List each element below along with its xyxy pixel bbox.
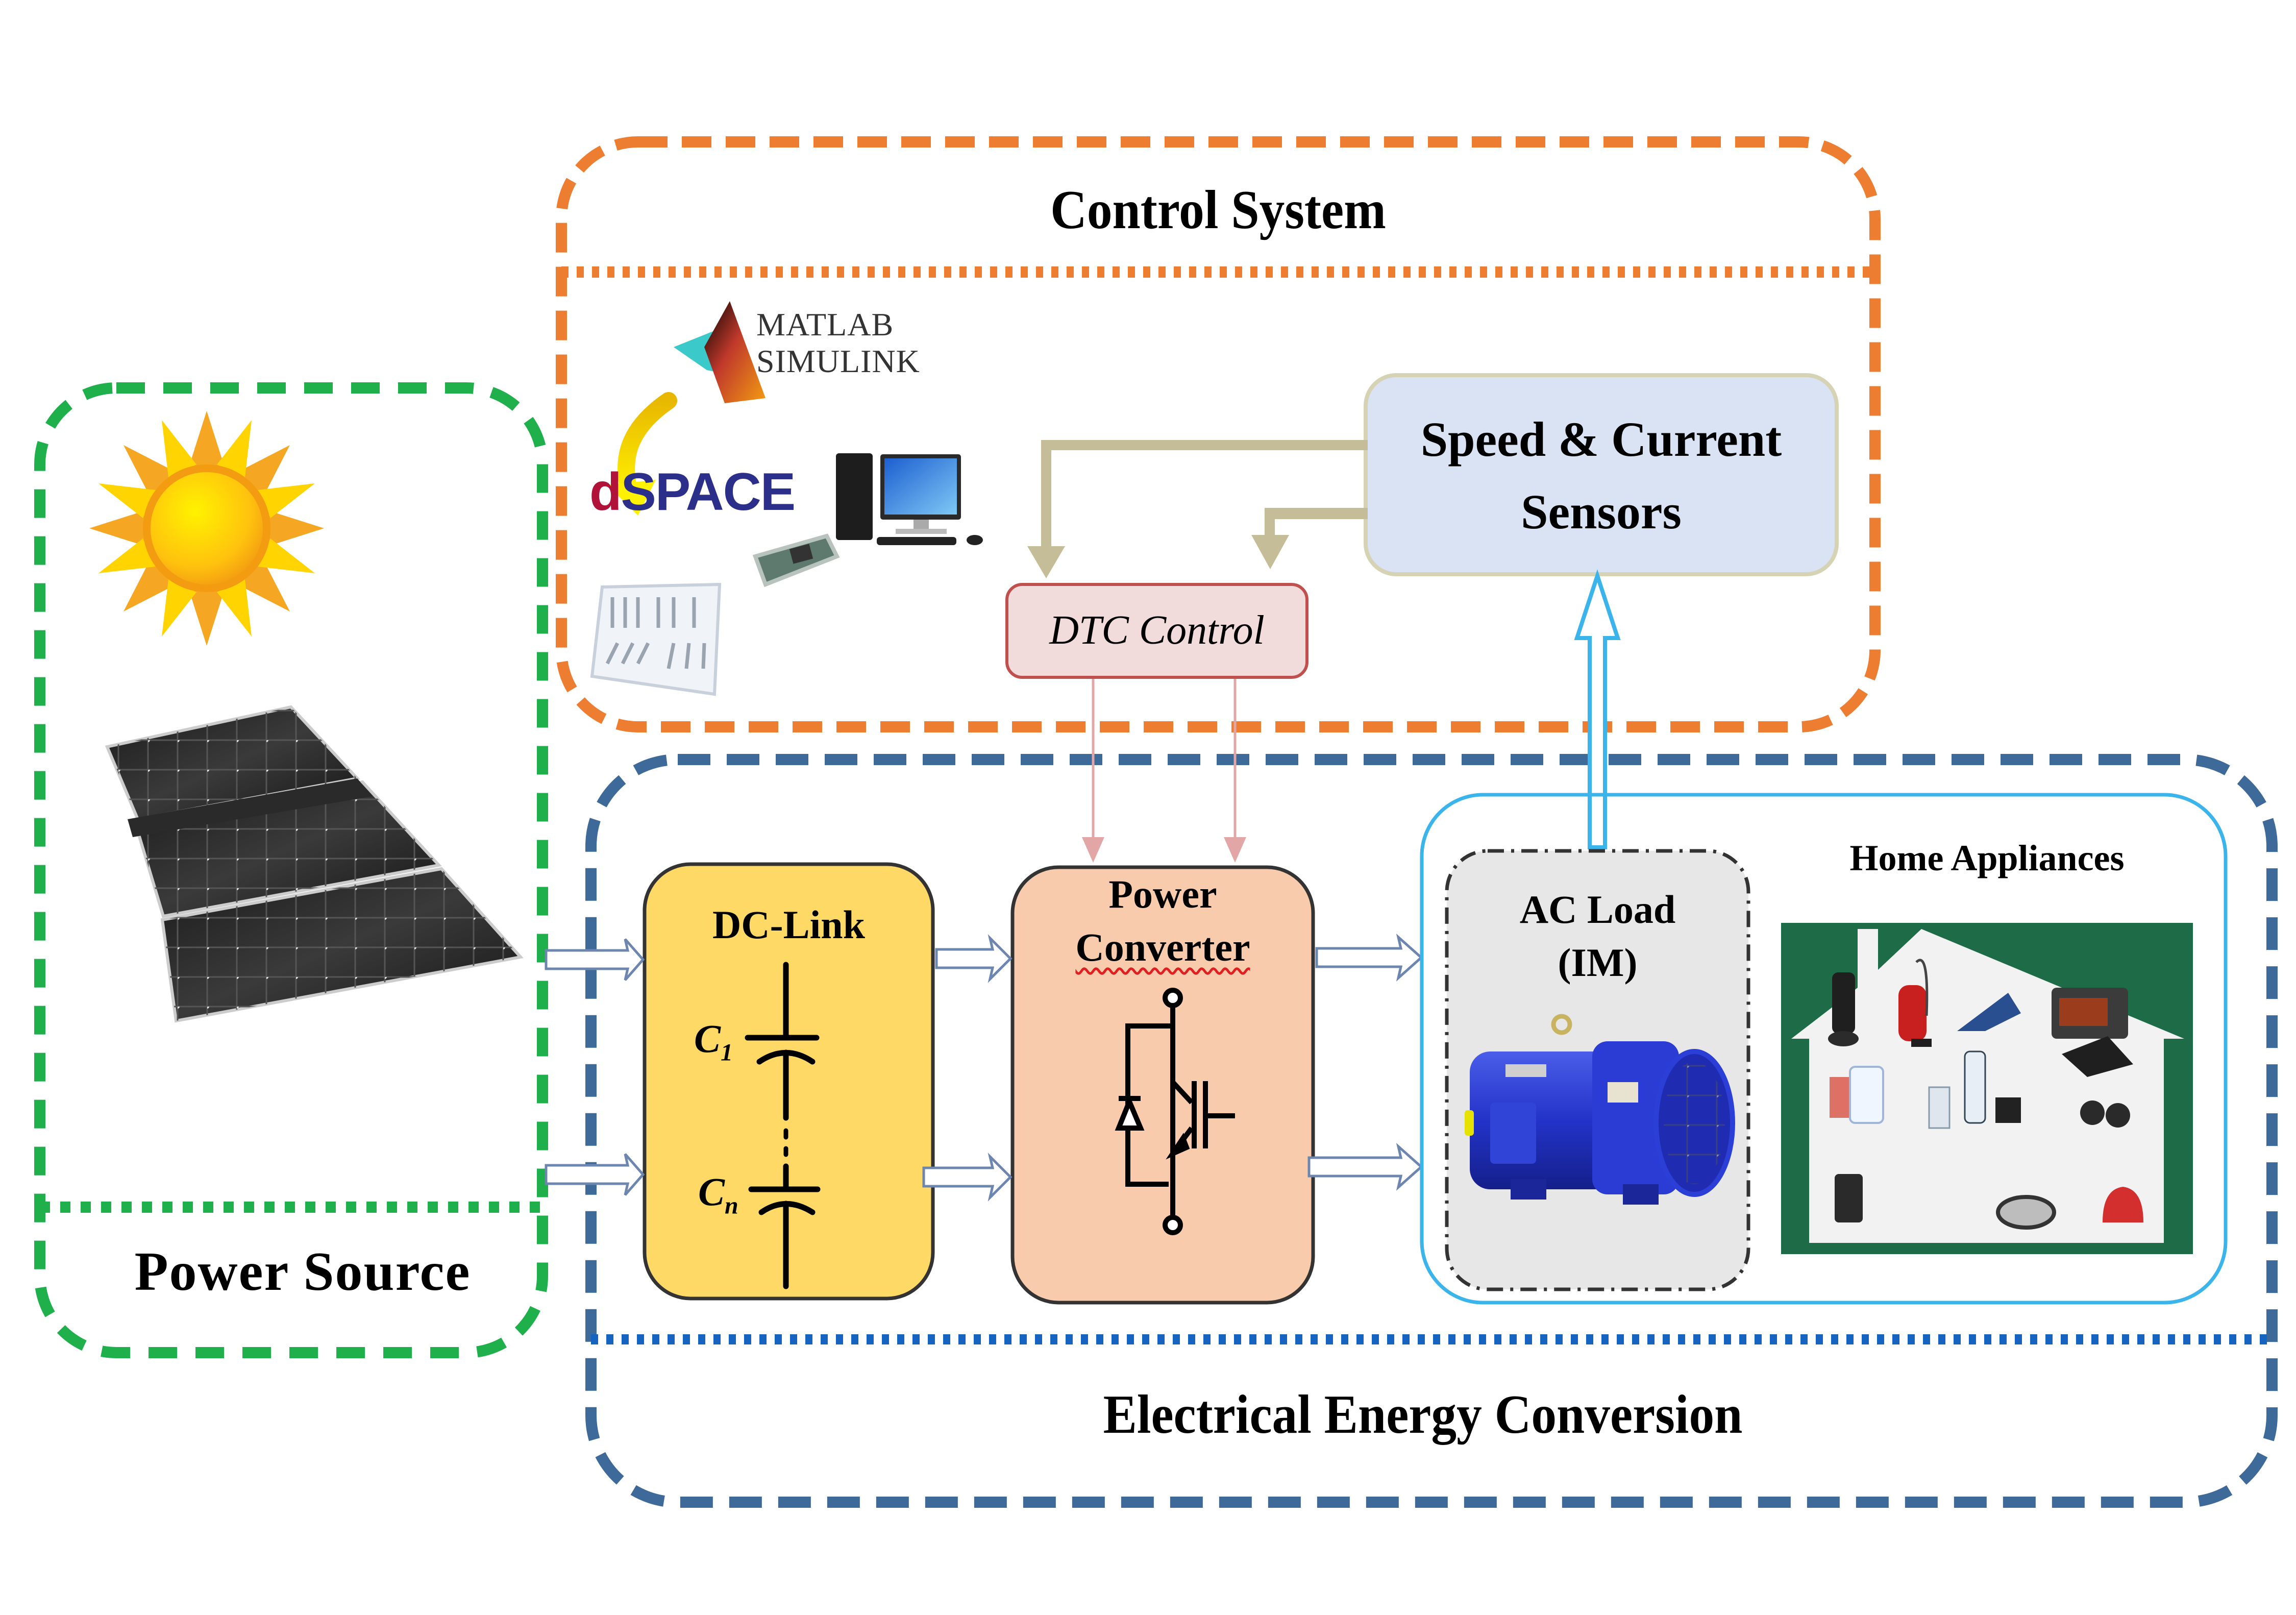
ac-load-label: AC Load (IM): [1447, 883, 1748, 989]
home-appliances-label: Home Appliances: [1849, 838, 2125, 878]
capacitor-1-letter: C: [694, 1016, 721, 1061]
capacitor-n-subscript: n: [725, 1192, 738, 1219]
flow-arrow-pv-to-dclink-bottom: [545, 1153, 645, 1196]
sensors-label-line1: Speed & Current: [1420, 412, 1782, 467]
desktop-computer-icon: [836, 453, 983, 545]
dspace-logo: dSPACE: [589, 462, 796, 523]
power-source-title: Power Source: [134, 1241, 471, 1302]
ac-load-label-line1: AC Load: [1519, 887, 1676, 932]
flow-arrow-converter-to-load-top: [1315, 933, 1423, 982]
dspace-hardware-icon: [590, 582, 722, 696]
matlab-logo-icon: [674, 301, 766, 403]
induction-motor-icon: [1465, 1014, 1735, 1205]
dspace-logo-rest: SPACE: [621, 462, 796, 522]
solar-panel-detail: [128, 778, 373, 837]
capacitor-bank-icon: [745, 962, 821, 1289]
sensors-label-line2: Sensors: [1521, 484, 1682, 539]
power-converter-block: [1010, 865, 1315, 1305]
power-converter-label: Power Converter: [1013, 868, 1313, 974]
home-appliances-icon: [1781, 923, 2193, 1254]
capacitor-1-subscript: 1: [721, 1039, 733, 1066]
power-source-frame: [34, 382, 548, 1358]
sensors-label: Speed & Current Sensors: [1366, 403, 1837, 548]
gate-signal-arrows: [1082, 679, 1246, 863]
dc-link-label: DC-Link: [712, 902, 866, 947]
igbt-switch-icon: [1115, 988, 1235, 1235]
flow-arrow-pv-to-dclink-top: [545, 938, 645, 981]
dtc-control-block: [1005, 583, 1309, 679]
simulink-label: SIMULINK: [756, 343, 920, 379]
dspace-board-icon: [752, 533, 840, 588]
power-flow-arrows: [545, 933, 1423, 1202]
ac-load-label-line2: (IM): [1558, 940, 1638, 985]
energy-conversion-title: Electrical Energy Conversion: [1103, 1384, 1743, 1445]
measurement-arrow: [1574, 569, 1621, 849]
flow-arrow-dclink-to-converter-bottom: [922, 1153, 1013, 1202]
dspace-logo-d: d: [589, 462, 622, 522]
load-container: [1420, 793, 2228, 1305]
feedback-arrow-current: [1251, 508, 1368, 569]
flow-arrow-dclink-to-converter-top: [935, 934, 1013, 983]
capacitor-n-letter: C: [698, 1169, 725, 1214]
matlab-logo-text: MATLAB SIMULINK: [756, 306, 920, 380]
dtc-control-label: DTC Control: [1049, 608, 1265, 653]
sensors-block: [1364, 373, 1839, 576]
control-system-title: Control System: [1050, 180, 1386, 240]
sun-icon: [89, 411, 324, 646]
power-converter-label-line2: Converter: [1075, 925, 1250, 969]
capacitor-1-label: C1: [694, 1016, 733, 1067]
capacitor-n-label: Cn: [698, 1169, 738, 1220]
curved-arrow-icon: [607, 392, 677, 516]
solar-panel-array-icon: [105, 705, 524, 1023]
power-converter-label-line1: Power: [1108, 872, 1217, 916]
flow-arrow-converter-to-load-bottom: [1307, 1142, 1423, 1191]
control-system-frame: [556, 136, 1881, 732]
energy-conversion-frame: [585, 754, 2278, 1508]
feedback-arrow-speed: [1027, 440, 1368, 578]
matlab-label: MATLAB: [756, 306, 894, 342]
